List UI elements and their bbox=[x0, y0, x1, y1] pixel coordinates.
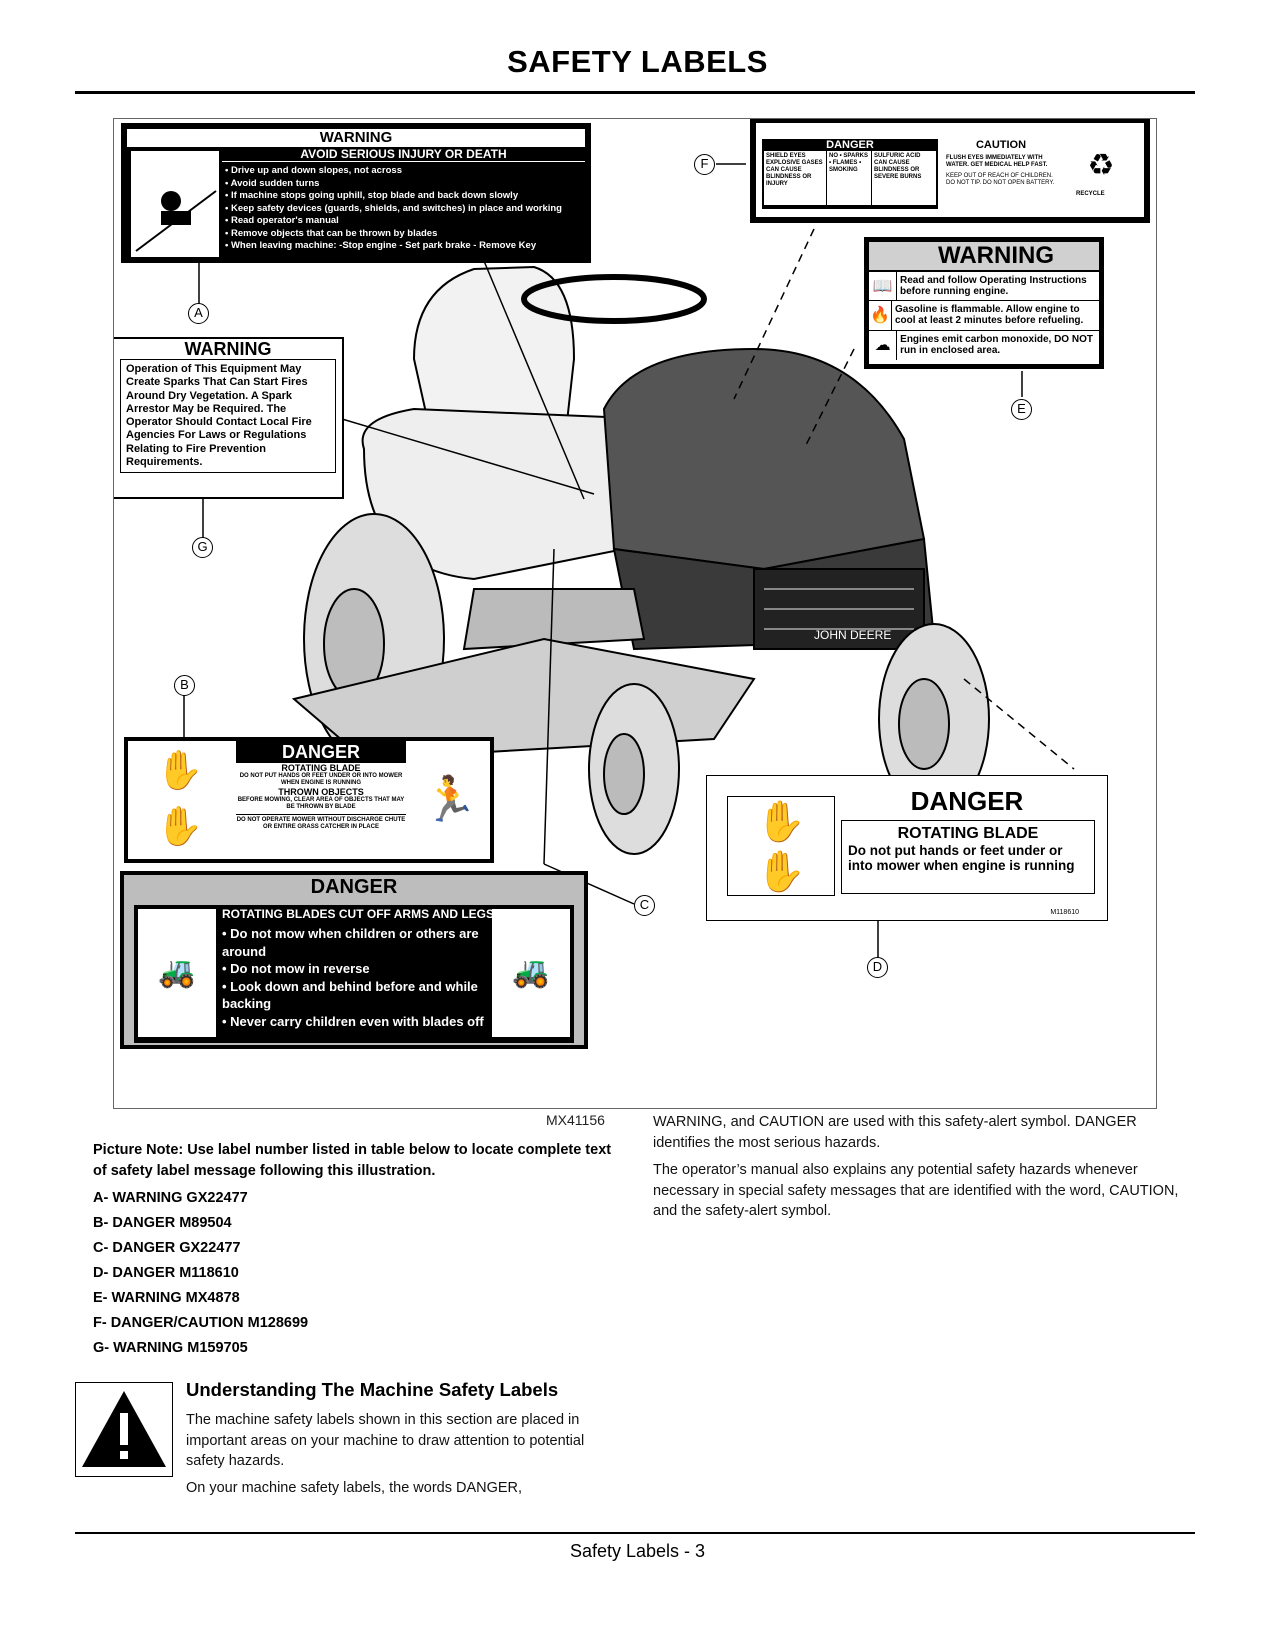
label-b-t2: BEFORE MOWING, CLEAR AREA OF OBJECTS THA… bbox=[237, 797, 405, 810]
safety-alert-icon bbox=[82, 1391, 166, 1467]
label-key-item: E- WARNING MX4878 bbox=[93, 1290, 240, 1306]
label-g-text: Operation of This Equipment May Create S… bbox=[120, 359, 336, 474]
hand-blade-pictogram-icon: ✋✋ bbox=[156, 750, 204, 848]
label-f-col4: FLUSH EYES IMMEDIATELY WITH WATER. GET M… bbox=[946, 155, 1048, 168]
label-b-t1: DO NOT PUT HANDS OR FEET UNDER OR INTO M… bbox=[239, 773, 403, 786]
safety-labels-figure: JOHN DEERE WARNING AVOID SERIOUS INJURY … bbox=[113, 118, 1157, 1109]
label-b-h2: THROWN OBJECTS bbox=[278, 787, 364, 797]
label-a-signal: WARNING bbox=[319, 129, 393, 146]
label-a-item: Drive up and down slopes, not across bbox=[225, 165, 562, 178]
callout-d: D bbox=[867, 957, 888, 978]
label-e-signal: WARNING bbox=[869, 242, 1099, 270]
label-d-danger: ✋✋ DANGER ROTATING BLADE Do not put hand… bbox=[706, 775, 1108, 921]
page-footer: Safety Labels - 3 bbox=[569, 1541, 706, 1561]
callout-f: F bbox=[694, 154, 715, 175]
label-c-item: Look down and behind before and while ba… bbox=[222, 978, 487, 1013]
fumes-icon: ☁ bbox=[869, 331, 898, 360]
label-f-danger-caution: DANGER SHIELD EYES EXPLOSIVE GASES CAN C… bbox=[750, 119, 1150, 223]
svg-text:JOHN DEERE: JOHN DEERE bbox=[814, 628, 891, 642]
label-b-danger: ✋✋ DANGER ROTATING BLADE DO NOT PUT HAND… bbox=[124, 737, 494, 863]
label-c-item: Do not mow when children or others are a… bbox=[222, 925, 487, 960]
hand-blade-pictogram-icon: ✋✋ bbox=[727, 796, 835, 896]
figure-id: MX41156 bbox=[546, 1112, 605, 1128]
label-a-item: If machine stops going uphill, stop blad… bbox=[225, 190, 562, 203]
label-c-item: Do not mow in reverse bbox=[222, 960, 487, 978]
section-paragraph: The operator’s manual also explains any … bbox=[653, 1162, 1179, 1219]
label-d-h1: ROTATING BLADE bbox=[897, 825, 1039, 842]
label-key-list: A- WARNING GX22477 B- DANGER M89504 C- D… bbox=[93, 1186, 308, 1361]
label-f-col3: SULFURIC ACID CAN CAUSE BLINDNESS OR SEV… bbox=[871, 151, 933, 205]
label-g-warning: WARNING Operation of This Equipment May … bbox=[114, 337, 344, 499]
callout-b: B bbox=[174, 675, 195, 696]
label-f-danger-signal: DANGER bbox=[826, 139, 874, 151]
label-a-subhead: AVOID SERIOUS INJURY OR DEATH bbox=[222, 147, 585, 162]
label-b-h1: ROTATING BLADE bbox=[281, 763, 361, 773]
label-a-item: When leaving machine: -Stop engine - Set… bbox=[225, 240, 562, 253]
page-title: SAFETY LABELS bbox=[507, 44, 768, 79]
label-a-item: Avoid sudden turns bbox=[225, 178, 562, 191]
label-c-signal: DANGER bbox=[310, 876, 398, 898]
label-e-row: Gasoline is flammable. Allow engine to c… bbox=[894, 304, 1084, 326]
label-f-col2: NO • SPARKS • FLAMES • SMOKING bbox=[826, 151, 871, 205]
label-c-subhead: ROTATING BLADES CUT OFF ARMS AND LEGS bbox=[222, 907, 494, 921]
callout-c: C bbox=[634, 895, 655, 916]
section-heading: Understanding The Machine Safety Labels bbox=[186, 1379, 559, 1400]
callout-e: E bbox=[1011, 399, 1032, 420]
label-d-t1: Do not put hands or feet under or into m… bbox=[848, 843, 1075, 873]
label-e-row: Engines emit carbon monoxide, DO NOT run… bbox=[900, 334, 1093, 356]
header-rule bbox=[75, 91, 1195, 94]
label-a-warning: WARNING AVOID SERIOUS INJURY OR DEATH Dr… bbox=[121, 123, 591, 263]
label-b-signal: DANGER bbox=[236, 741, 406, 763]
label-d-signal: DANGER bbox=[910, 786, 1024, 816]
flame-icon: 🔥 bbox=[869, 301, 892, 330]
label-f-col1: SHIELD EYES EXPLOSIVE GASES CAN CAUSE BL… bbox=[766, 153, 823, 187]
book-icon: 📖 bbox=[869, 272, 897, 300]
label-key-item: A- WARNING GX22477 bbox=[93, 1190, 248, 1206]
safety-alert-box bbox=[75, 1382, 173, 1477]
label-d-code: M118610 bbox=[1050, 909, 1079, 916]
label-key-item: C- DANGER GX22477 bbox=[93, 1240, 241, 1256]
label-key-item: G- WARNING M159705 bbox=[93, 1340, 248, 1356]
callout-a: A bbox=[188, 303, 209, 324]
footer-rule bbox=[75, 1532, 1195, 1534]
mower-reverse-pictogram-icon: 🚜 bbox=[492, 909, 570, 1037]
recycle-icon: ♻ bbox=[1087, 149, 1115, 182]
thrown-object-pictogram-icon: 🏃 bbox=[422, 775, 478, 824]
section-paragraph: The machine safety labels shown in this … bbox=[186, 1412, 585, 1469]
label-a-item: Remove objects that can be thrown by bla… bbox=[225, 228, 562, 241]
label-e-warning: WARNING 📖 Read and follow Operating Inst… bbox=[864, 237, 1104, 369]
label-f-col5: KEEP OUT OF REACH OF CHILDREN. DO NOT TI… bbox=[946, 173, 1055, 186]
mower-illustration: JOHN DEERE bbox=[183, 163, 1075, 959]
label-b-t3: DO NOT OPERATE MOWER WITHOUT DISCHARGE C… bbox=[236, 814, 406, 831]
label-a-item: Read operator's manual bbox=[225, 215, 562, 228]
label-e-row: Read and follow Operating Instructions b… bbox=[899, 275, 1087, 297]
picture-note: Picture Note: Use label number listed in… bbox=[93, 1142, 612, 1179]
label-f-caution-signal: CAUTION bbox=[975, 139, 1027, 151]
label-key-item: F- DANGER/CAUTION M128699 bbox=[93, 1315, 309, 1331]
section-paragraph: WARNING, and CAUTION are used with this … bbox=[653, 1114, 1137, 1151]
label-a-item: Keep safety devices (guards, shields, an… bbox=[225, 203, 562, 216]
section-paragraph: On your machine safety labels, the words… bbox=[186, 1480, 523, 1496]
label-g-signal: WARNING bbox=[184, 339, 272, 359]
label-f-recycle: RECYCLE bbox=[1076, 191, 1105, 197]
label-c-item: Never carry children even with blades of… bbox=[222, 1013, 487, 1031]
slope-pictogram-icon bbox=[131, 151, 219, 257]
label-key-item: B- DANGER M89504 bbox=[93, 1215, 232, 1231]
mower-child-pictogram-icon: 🚜 bbox=[138, 909, 216, 1037]
label-key-item: D- DANGER M118610 bbox=[93, 1265, 239, 1281]
label-c-danger: DANGER 🚜 ROTATING BLADES CUT OFF ARMS AN… bbox=[120, 871, 588, 1049]
callout-g: G bbox=[192, 537, 213, 558]
